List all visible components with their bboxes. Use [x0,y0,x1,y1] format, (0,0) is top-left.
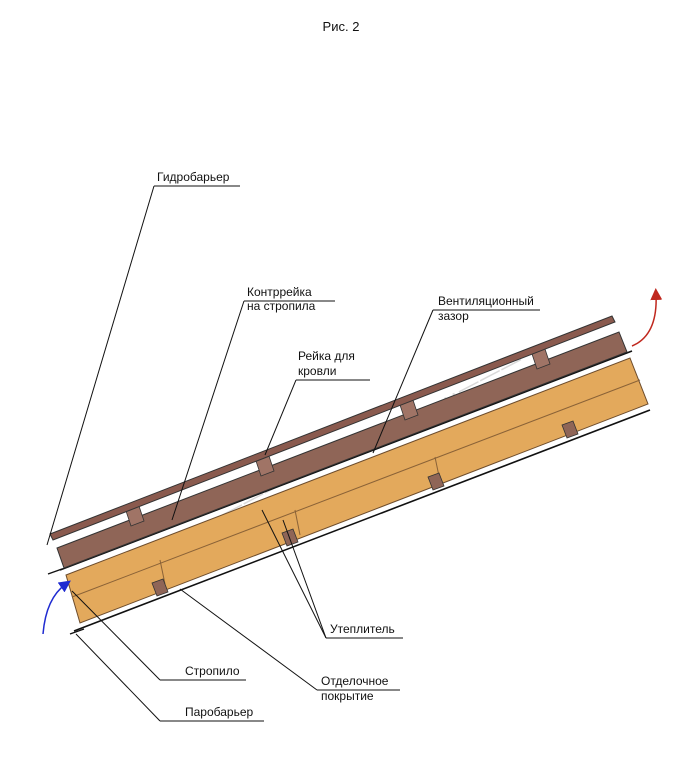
label-roof-batten-2: кровли [298,364,336,378]
vapor-barrier-line [73,409,651,632]
rafter-block [151,578,169,597]
leader-hydro-barrier [46,185,155,546]
label-finish-2: покрытие [321,689,374,703]
rafter-block [281,528,299,547]
label-counter-batten-2: на стропила [247,299,316,313]
label-roof-batten-1: Рейка для [298,349,355,363]
leader-finish [179,588,318,691]
label-vent-gap-1: Вентиляционный [438,294,534,308]
leader-insulation-b [282,519,327,639]
leader-roof-batten [264,379,297,456]
rafter-block [561,420,579,439]
leader-counter-batten [171,300,245,521]
label-vapor-barrier: Паробарьер [185,705,254,719]
roof-covering [49,315,616,541]
insulation-layer [65,357,649,624]
air-inlet-arrow [42,580,71,635]
insulation-joint [294,509,301,536]
leader-insulation-a [261,509,327,639]
eave-tick [47,568,63,575]
figure-title: Рис. 2 [323,19,360,34]
label-hydro-barrier: Гидробарьер [157,170,230,184]
leader-rafter [71,590,161,681]
air-outlet-arrow [631,288,663,347]
counter-batten-layer [56,331,628,569]
label-finish-1: Отделочное [321,674,389,688]
eave-tick [69,628,85,635]
leader-vent-gap [372,309,434,454]
hydro-barrier-line [59,350,633,571]
insulation-seam [71,379,641,598]
rafter-block [427,472,445,491]
label-counter-batten-1: Контррейка [247,285,312,299]
insulation-joint [159,559,166,585]
leader-vapor-barrier [75,633,161,722]
label-vent-gap-2: зазор [438,309,469,323]
label-rafter: Стропило [185,664,240,678]
label-insulation: Утеплитель [330,622,395,636]
